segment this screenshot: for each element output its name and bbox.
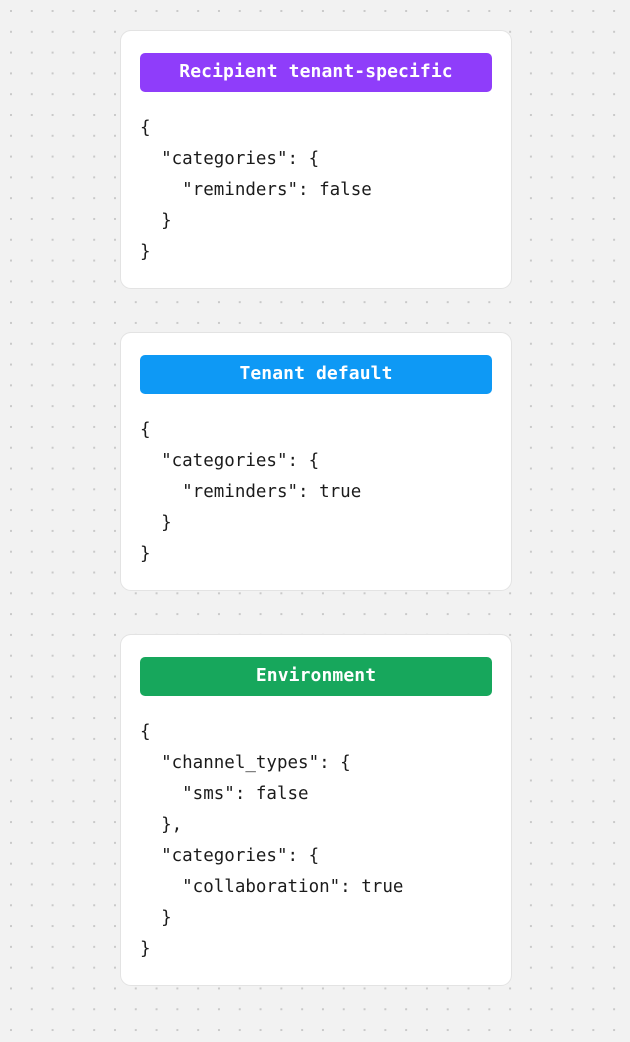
card-badge-environment: Environment bbox=[140, 657, 492, 696]
card-badge-recipient-tenant-specific: Recipient tenant-specific bbox=[140, 53, 492, 92]
card-json-recipient-tenant-specific: { "categories": { "reminders": false } } bbox=[140, 118, 372, 262]
preference-card-recipient-tenant-specific: Recipient tenant-specific { "categories"… bbox=[120, 30, 512, 289]
preference-layer-stack: Recipient tenant-specific { "categories"… bbox=[120, 30, 512, 986]
card-json-environment: { "channel_types": { "sms": false }, "ca… bbox=[140, 722, 404, 959]
card-badge-tenant-default: Tenant default bbox=[140, 355, 492, 394]
preference-card-tenant-default: Tenant default { "categories": { "remind… bbox=[120, 332, 512, 591]
card-json-tenant-default: { "categories": { "reminders": true } } bbox=[140, 420, 362, 564]
preference-card-environment: Environment { "channel_types": { "sms": … bbox=[120, 634, 512, 986]
